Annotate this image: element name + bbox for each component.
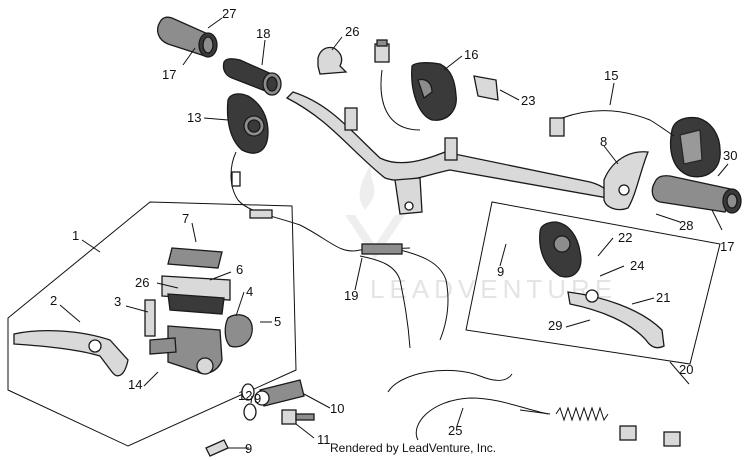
callout-20: 20 xyxy=(679,362,693,377)
callout-26: 26 xyxy=(345,24,359,39)
right-lever-frame xyxy=(465,201,721,365)
callout-23: 23 xyxy=(521,93,535,108)
callout-17: 17 xyxy=(162,67,176,82)
callout-27: 27 xyxy=(222,6,236,21)
callout-26: 26 xyxy=(135,275,149,290)
throttle-housing xyxy=(226,93,269,154)
brake-lever-2 xyxy=(13,329,129,377)
callout-8: 8 xyxy=(600,134,607,149)
lever-housing-right xyxy=(539,221,582,278)
callout-19: 19 xyxy=(344,288,358,303)
callout-15: 15 xyxy=(604,68,618,83)
leader-lines xyxy=(59,17,729,449)
callout-10: 10 xyxy=(330,401,344,416)
brake-cable-25 xyxy=(387,369,681,447)
callout-3: 3 xyxy=(114,294,121,309)
callout-1: 1 xyxy=(72,228,79,243)
callout-17: 17 xyxy=(720,239,734,254)
left-grip xyxy=(157,16,218,58)
callout-5: 5 xyxy=(274,314,281,329)
right-grip xyxy=(651,175,742,214)
callout-9: 9 xyxy=(497,264,504,279)
callout-4: 4 xyxy=(246,284,253,299)
callout-18: 18 xyxy=(256,26,270,41)
left-switch-housing xyxy=(374,39,457,131)
callout-9: 9 xyxy=(245,441,252,456)
reservoir-cover xyxy=(161,247,231,315)
connector-23 xyxy=(473,75,499,101)
callout-7: 7 xyxy=(182,211,189,226)
callout-22: 22 xyxy=(618,230,632,245)
callout-11: 11 xyxy=(317,432,331,447)
watermark-logo xyxy=(345,165,405,260)
cable-assembly-19 xyxy=(230,151,449,349)
throttle-tube xyxy=(222,58,282,96)
callout-28: 28 xyxy=(679,218,693,233)
clamp-4 xyxy=(224,314,253,348)
lever-21 xyxy=(567,289,665,349)
hose-fitting-10 xyxy=(254,379,305,407)
callout-21: 21 xyxy=(656,290,670,305)
handlebar xyxy=(285,91,610,215)
callout-12: 12 xyxy=(238,388,252,403)
callout-13: 13 xyxy=(187,110,201,125)
callout-29: 29 xyxy=(548,318,562,333)
callout-6: 6 xyxy=(236,262,243,277)
callout-16: 16 xyxy=(464,47,478,62)
callout-25: 25 xyxy=(448,423,462,438)
master-cylinder-body xyxy=(144,299,223,375)
switch-cover xyxy=(603,151,649,211)
callout-9: 9 xyxy=(254,391,261,406)
callout-2: 2 xyxy=(50,293,57,308)
master-cylinder-frame xyxy=(7,201,297,447)
callout-24: 24 xyxy=(630,258,644,273)
washers-12 xyxy=(241,383,257,421)
callout-30: 30 xyxy=(723,148,737,163)
bracket-26-top xyxy=(317,46,348,75)
banjo-bolt-11 xyxy=(281,409,315,425)
bleed-valve-9 xyxy=(205,439,229,457)
credit-text: Rendered by LeadVenture, Inc. xyxy=(330,441,496,455)
right-switch-housing xyxy=(549,110,721,178)
callout-14: 14 xyxy=(128,377,142,392)
